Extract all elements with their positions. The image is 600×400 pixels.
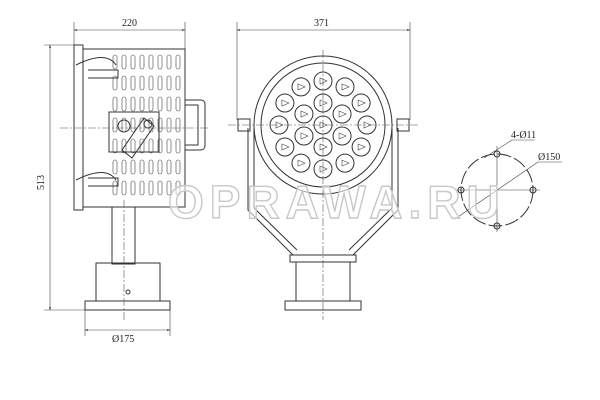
cooling-slot	[130, 117, 136, 133]
cooling-slot	[112, 75, 118, 91]
cooling-slot	[148, 138, 154, 154]
cooling-slot	[139, 96, 145, 112]
cooling-slot	[148, 159, 154, 175]
base-box	[95, 262, 161, 302]
cooling-slot	[112, 159, 118, 175]
led-lens	[332, 126, 352, 146]
led-lens	[291, 153, 311, 173]
cooling-slot	[121, 138, 127, 154]
dimension-513-label: 513	[36, 175, 47, 190]
dimension-371-label: 371	[314, 18, 329, 29]
base-flange	[84, 300, 171, 311]
watermark: OPRAWA.RU	[168, 176, 506, 228]
cooling-slot	[157, 54, 163, 70]
led-lens	[351, 93, 371, 113]
cooling-slot	[175, 117, 181, 133]
bolt-circle-label: Ø150	[538, 152, 560, 163]
cooling-slot	[121, 75, 127, 91]
led-lens	[294, 126, 314, 146]
cooling-slot	[175, 75, 181, 91]
cooling-slot	[121, 96, 127, 112]
stem	[111, 206, 136, 265]
cooling-slot	[139, 159, 145, 175]
latches	[75, 57, 119, 187]
cooling-slot	[166, 159, 172, 175]
cooling-slot	[166, 96, 172, 112]
mounting-hole-pattern: 4-Ø11 Ø150	[454, 130, 562, 232]
cooling-slot	[175, 54, 181, 70]
led-lens	[294, 104, 314, 124]
cooling-slot	[112, 96, 118, 112]
cooling-slot	[139, 180, 145, 196]
cooling-slot	[112, 138, 118, 154]
cooling-slot	[166, 117, 172, 133]
cooling-slot	[157, 159, 163, 175]
cooling-slot	[112, 117, 118, 133]
cooling-slot	[175, 96, 181, 112]
cooling-slot	[130, 138, 136, 154]
side-view: 220 Ø175 513	[36, 18, 210, 345]
cooling-slot	[130, 96, 136, 112]
cooling-slot	[148, 54, 154, 70]
handle	[185, 99, 206, 151]
led-lens	[335, 77, 355, 97]
cooling-slot	[121, 180, 127, 196]
cooling-slots	[112, 54, 181, 196]
cooling-slot	[175, 138, 181, 154]
led-lens	[291, 77, 311, 97]
cooling-slot	[166, 180, 172, 196]
cooling-slot	[157, 117, 163, 133]
front-glass-frame	[73, 44, 84, 211]
adjust-arm	[121, 117, 155, 159]
cooling-slot	[121, 54, 127, 70]
cooling-slot	[148, 180, 154, 196]
cooling-slot	[130, 180, 136, 196]
cooling-slot	[175, 159, 181, 175]
cooling-slot	[166, 138, 172, 154]
holes-label: 4-Ø11	[511, 130, 536, 141]
cooling-slot	[130, 75, 136, 91]
cooling-slot	[139, 75, 145, 91]
cooling-slot	[121, 159, 127, 175]
front-view: 371	[228, 18, 420, 320]
cooling-slot	[157, 75, 163, 91]
cooling-slot	[148, 75, 154, 91]
cooling-slot	[166, 75, 172, 91]
cooling-slot	[148, 96, 154, 112]
led-lens	[335, 153, 355, 173]
cooling-slot	[130, 54, 136, 70]
dimension-220-label: 220	[122, 18, 137, 29]
led-lens	[275, 93, 295, 113]
yoke	[247, 128, 399, 256]
cooling-slot	[157, 138, 163, 154]
cooling-slot	[157, 180, 163, 196]
mount-bracket	[108, 111, 160, 153]
cooling-slot	[166, 54, 172, 70]
base-flange-front	[284, 300, 362, 311]
cooling-slot	[130, 159, 136, 175]
led-lens	[275, 137, 295, 157]
led-lens	[332, 104, 352, 124]
cooling-slot	[175, 180, 181, 196]
cooling-slot	[139, 54, 145, 70]
cooling-slot	[157, 96, 163, 112]
pivot-bolt	[117, 119, 131, 133]
led-lens	[351, 137, 371, 157]
dimension-175-label: Ø175	[112, 334, 134, 345]
cooling-slot	[112, 180, 118, 196]
